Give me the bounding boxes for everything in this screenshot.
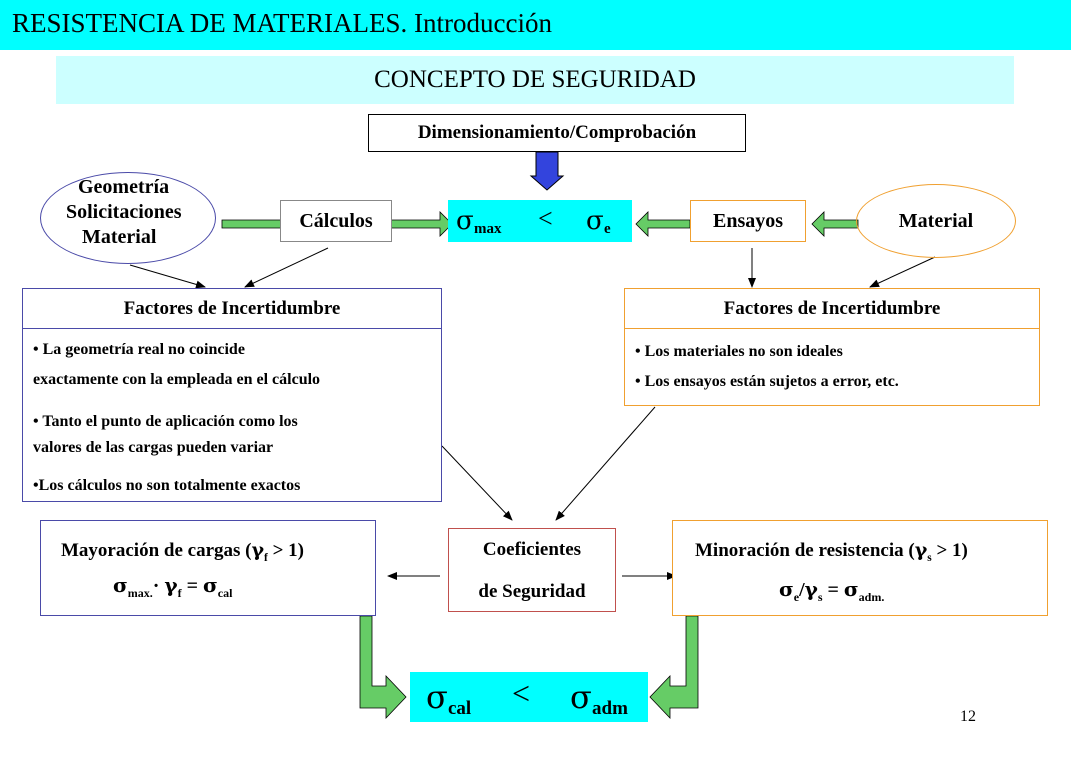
sigma-max-symbol: σ — [456, 206, 474, 236]
factor-left-item-2a: • Tanto el punto de aplicación como los — [33, 413, 298, 430]
mayoracion-box: Mayoración de cargas (γf > 1) σmax.· γf … — [40, 520, 376, 616]
sigma-max-sub: max — [474, 221, 502, 237]
less-than-bottom: < — [512, 675, 531, 711]
factors-left-title: Factores de Incertidumbre — [23, 289, 441, 329]
green-arrow-right — [635, 211, 691, 237]
calculos-label: Cálculos — [299, 210, 373, 232]
green-arrow-material — [811, 211, 859, 237]
less-than-symbol: < — [538, 204, 553, 233]
coeficientes-box: Coeficientes de Seguridad — [448, 528, 616, 612]
sigma-cal-sub: cal — [448, 698, 472, 719]
minoracion-box: Minoración de resistencia (γs > 1) σe/γs… — [672, 520, 1048, 616]
material-ellipse-label: Material — [82, 226, 157, 248]
factor-left-item-1a: • La geometría real no coincide — [33, 341, 245, 358]
sigma-cal-symbol: σ — [426, 678, 448, 716]
line-factors-right-coef — [555, 406, 656, 521]
green-bent-arrow-right — [649, 615, 699, 719]
blue-down-arrow — [529, 151, 565, 191]
line-ellipse-factors — [129, 264, 206, 289]
geometria-ellipse — [40, 172, 216, 264]
coeficientes-line1: Coeficientes — [482, 539, 582, 560]
header-bar — [0, 0, 1071, 50]
section-banner: CONCEPTO DE SEGURIDAD — [56, 56, 1014, 104]
line-material-factors — [869, 256, 936, 288]
material-label: Material — [898, 210, 974, 232]
factor-left-item-2b: valores de las cargas pueden variar — [33, 439, 274, 456]
sigma-cal-adm-box: σ cal < σ adm — [410, 672, 648, 722]
geometria-label: Geometría — [78, 176, 170, 198]
factor-right-item-2: • Los ensayos están sujetos a error, etc… — [635, 373, 899, 390]
section-title: CONCEPTO DE SEGURIDAD — [374, 66, 696, 93]
factors-left-box: Factores de Incertidumbre • La geometría… — [22, 288, 442, 502]
factors-right-title: Factores de Incertidumbre — [625, 289, 1039, 329]
mayoracion-title: Mayoración de cargas (γf > 1) — [61, 539, 304, 564]
slide-title: RESISTENCIA DE MATERIALES. Introducción — [12, 8, 552, 38]
sigma-e-symbol: σ — [586, 206, 604, 236]
solicitaciones-label: Solicitaciones — [66, 201, 182, 223]
minoracion-title: Minoración de resistencia (γs > 1) — [695, 539, 968, 564]
ensayos-box: Ensayos — [690, 200, 806, 242]
sigma-e-sub: e — [604, 221, 611, 237]
factor-left-item-1b: exactamente con la empleada en el cálcul… — [33, 371, 321, 388]
green-bent-arrow-left — [359, 615, 407, 719]
sigma-adm-sub: adm — [592, 698, 628, 719]
factor-right-item-1: • Los materiales no son ideales — [635, 343, 843, 360]
coeficientes-line2: de Seguridad — [478, 581, 586, 602]
material-ellipse: Material — [856, 184, 1016, 258]
sigma-adm-symbol: σ — [570, 678, 592, 716]
mayoracion-equation: σmax.· γf = σcal — [113, 573, 233, 600]
factor-left-item-3: •Los cálculos no son totalmente exactos — [33, 477, 301, 494]
dimensionamiento-label: Dimensionamiento/Comprobación — [417, 122, 697, 143]
dimensionamiento-box: Dimensionamiento/Comprobación — [368, 114, 746, 152]
sigma-compare-box: σ max < σ e — [448, 200, 632, 242]
minoracion-equation: σe/γs = σadm. — [779, 577, 885, 604]
calculos-box: Cálculos — [280, 200, 392, 242]
line-calculos-factors — [244, 247, 329, 288]
factors-right-box: Factores de Incertidumbre • Los material… — [624, 288, 1040, 406]
line-factors-left-coef — [441, 445, 513, 521]
ensayos-label: Ensayos — [712, 210, 784, 232]
page-number: 12 — [960, 708, 976, 725]
